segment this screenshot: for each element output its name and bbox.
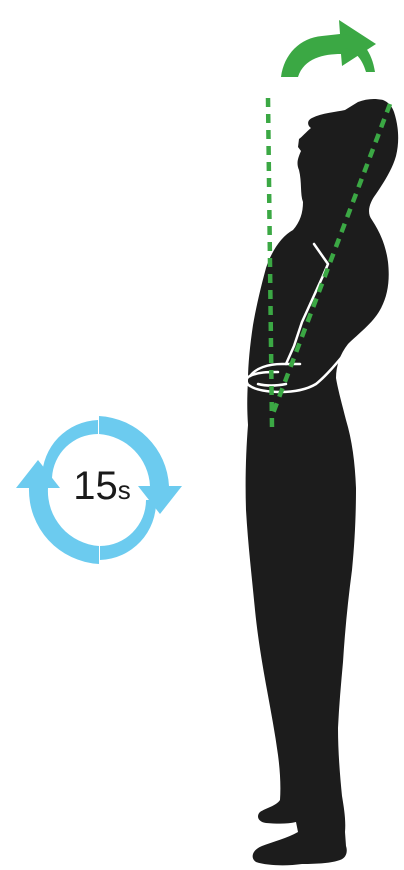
timer-duration-label: 15s	[62, 466, 142, 506]
curved-arrow-backward-icon	[281, 20, 376, 77]
timer-value: 15	[73, 464, 118, 508]
timer-unit: s	[118, 475, 131, 505]
